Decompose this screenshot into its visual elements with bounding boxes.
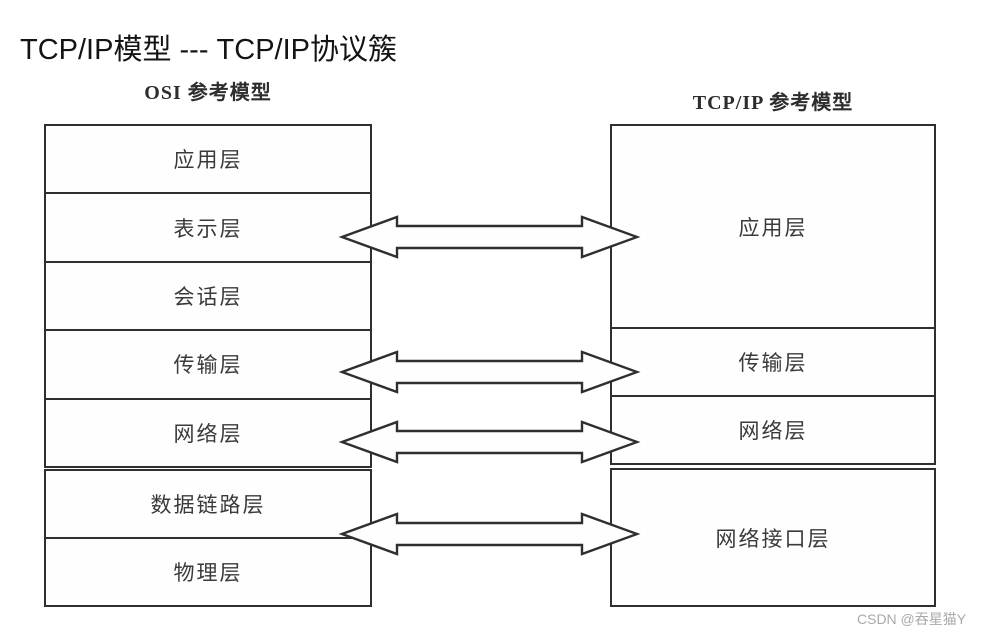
double-arrow-transport — [338, 350, 641, 394]
tcpip-upper-stack: 应用层 传输层 网络层 — [610, 124, 936, 465]
osi-layer-presentation: 表示层 — [46, 194, 370, 263]
osi-upper-stack: 应用层 表示层 会话层 传输层 网络层 — [44, 124, 372, 468]
osi-layer-session: 会话层 — [46, 263, 370, 332]
tcpip-layer-transport: 传输层 — [612, 329, 934, 397]
osi-lower-stack: 数据链路层 物理层 — [44, 469, 372, 607]
tcpip-model-header: TCP/IP 参考模型 — [692, 92, 854, 114]
tcpip-layer-application: 应用层 — [612, 126, 934, 330]
tcpip-layer-network: 网络层 — [738, 418, 808, 443]
tcpip-lower-stack: 网络接口层 — [610, 468, 936, 607]
page-title: TCP/IP模型 --- TCP/IP协议簇 — [20, 34, 398, 66]
double-arrow-network — [338, 420, 641, 464]
watermark-text: CSDN @吞星猫Y — [857, 611, 967, 627]
osi-model-header: OSI 参考模型 — [144, 82, 272, 104]
tcpip-layer-network-interface: 网络接口层 — [715, 526, 831, 551]
osi-layer-physical: 物理层 — [173, 561, 243, 585]
osi-layer-network: 网络层 — [173, 421, 243, 446]
double-arrow-application — [338, 215, 641, 259]
osi-layer-application: 应用层 — [46, 126, 370, 195]
osi-layer-data-link: 数据链路层 — [46, 471, 370, 539]
osi-layer-transport: 传输层 — [46, 331, 370, 400]
double-arrow-link — [338, 512, 641, 556]
